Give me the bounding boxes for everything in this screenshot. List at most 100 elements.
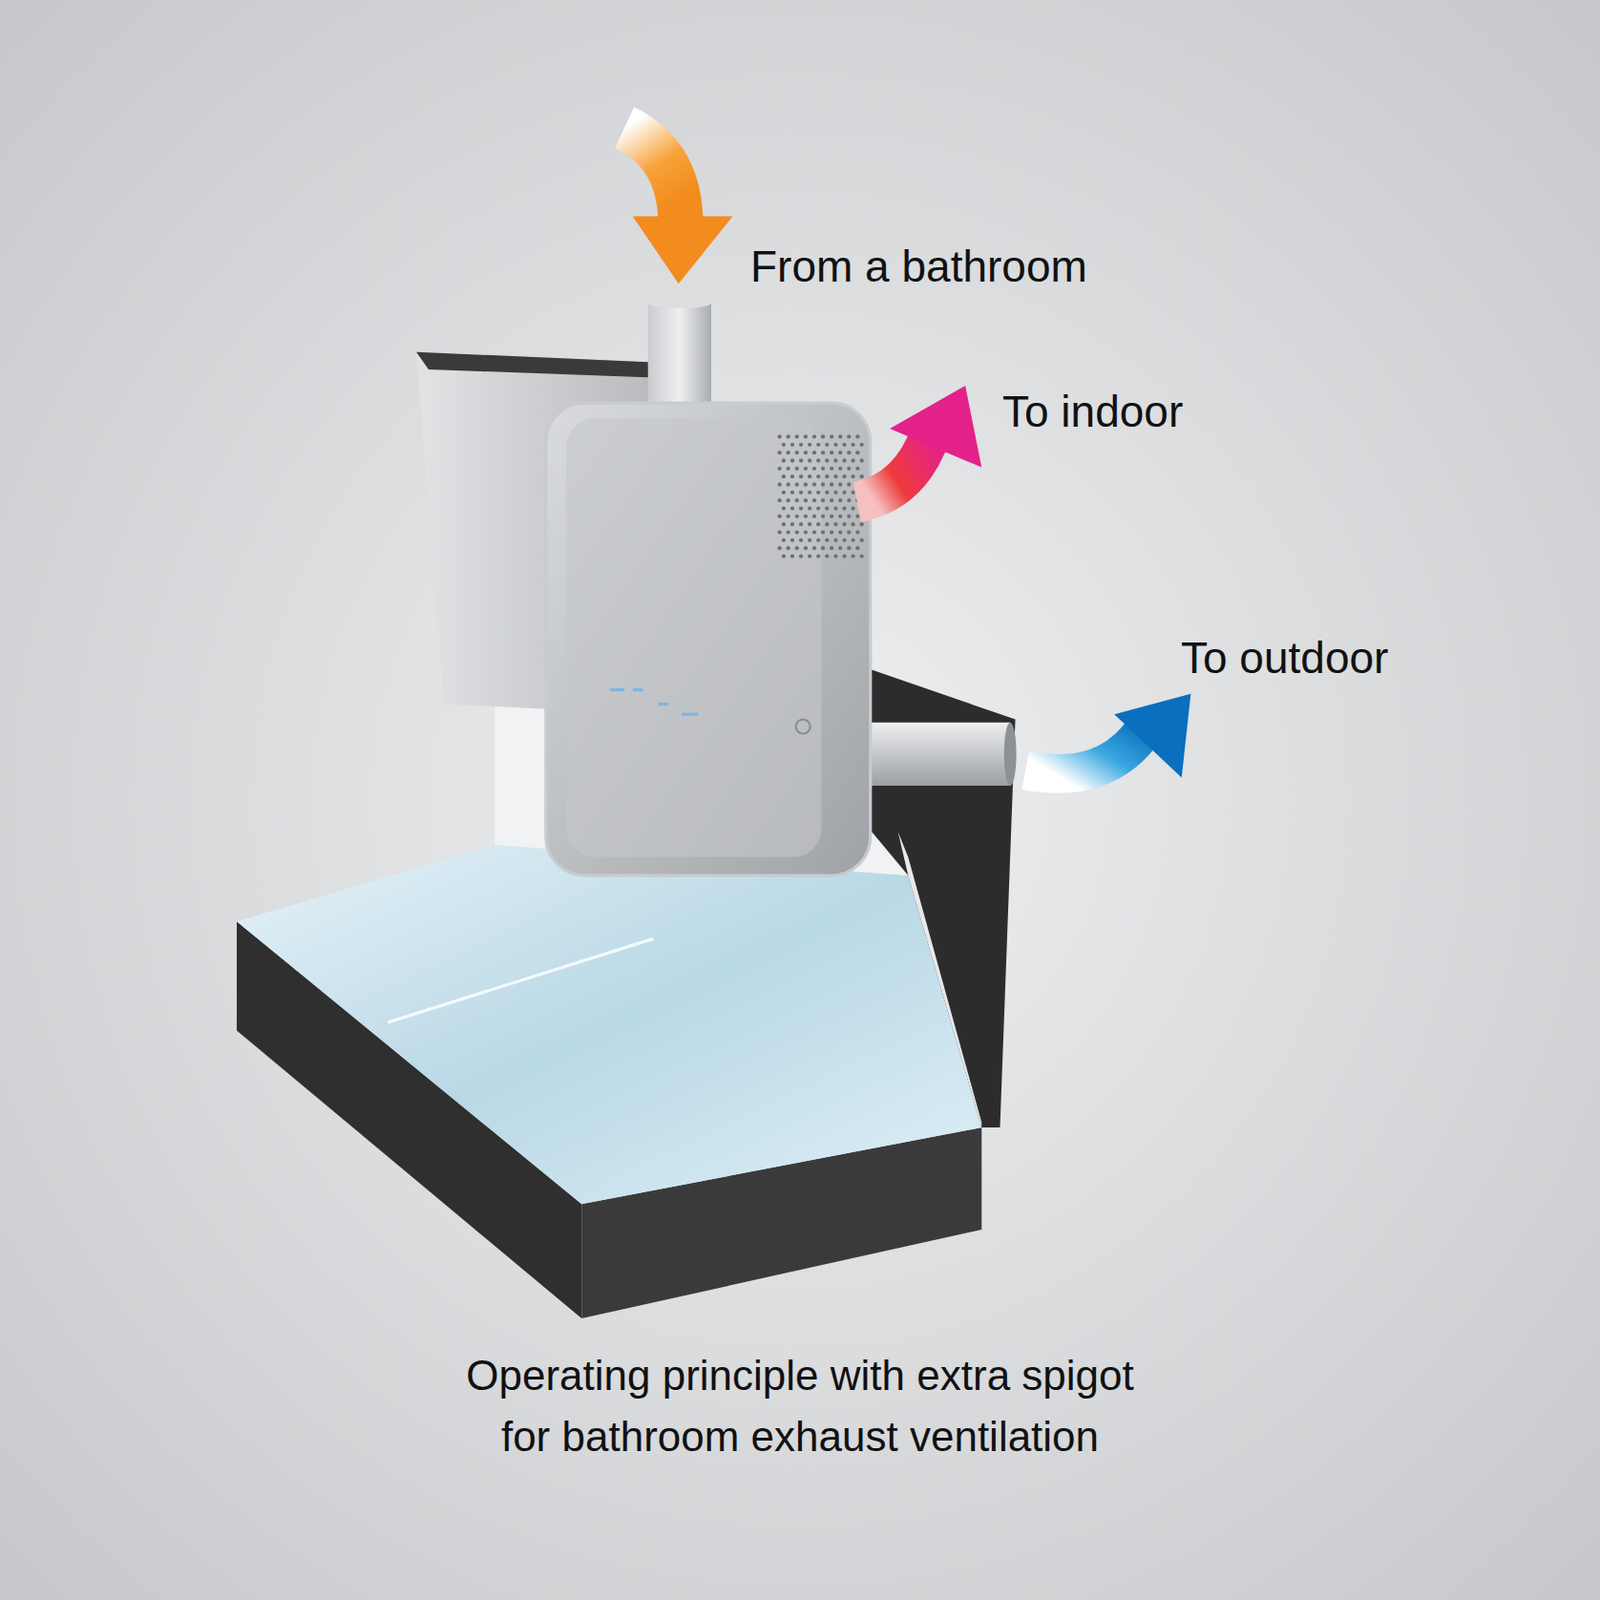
vent-hole <box>795 529 800 534</box>
vent-hole <box>812 466 817 471</box>
vent-hole <box>777 450 781 455</box>
vent-hole <box>829 498 834 503</box>
vent-hole <box>855 450 860 455</box>
vent-hole <box>799 522 803 527</box>
vent-hole <box>786 450 791 455</box>
vent-hole <box>795 466 800 471</box>
vent-hole <box>860 442 864 447</box>
vent-hole <box>838 514 843 519</box>
vent-hole <box>846 514 851 519</box>
vent-hole <box>807 522 812 527</box>
vent-hole <box>850 553 855 558</box>
flow-label: To indoor <box>1002 385 1183 438</box>
vent-hole <box>807 505 812 510</box>
vent-hole <box>821 529 825 534</box>
vent-hole <box>850 538 855 543</box>
vent-hole <box>855 466 860 471</box>
vent-hole <box>850 442 855 447</box>
vent-hole <box>777 514 781 519</box>
vent-hole <box>812 450 817 455</box>
vent-hole <box>838 482 843 486</box>
vent-hole <box>803 482 808 486</box>
vent-hole <box>803 546 808 550</box>
vent-hole <box>777 498 781 503</box>
vent-hole <box>821 482 825 486</box>
vent-hole <box>821 450 825 455</box>
vent-hole <box>821 466 825 471</box>
vent-hole <box>855 546 860 550</box>
vent-hole <box>824 490 829 495</box>
vent-hole <box>821 498 825 503</box>
vent-hole <box>795 546 800 550</box>
vent-hole <box>829 482 834 486</box>
vent-hole <box>812 529 817 534</box>
vent-hole <box>846 498 851 503</box>
vent-hole <box>803 498 808 503</box>
vent-hole <box>829 546 834 550</box>
vent-hole <box>833 538 838 543</box>
vent-hole <box>824 442 829 447</box>
vent-hole <box>786 498 791 503</box>
vent-hole <box>838 466 843 471</box>
vent-hole <box>803 466 808 471</box>
vent-hole <box>833 458 838 463</box>
vent-hole <box>824 505 829 510</box>
vent-hole <box>829 434 834 439</box>
vent-hole <box>803 529 808 534</box>
vent-hole <box>781 442 786 447</box>
vent-hole <box>829 529 834 534</box>
vent-hole <box>807 458 812 463</box>
vent-hole <box>824 553 829 558</box>
vent-hole <box>850 474 855 479</box>
vent-hole <box>816 538 821 543</box>
vent-hole <box>821 546 825 550</box>
vent-hole <box>833 505 838 510</box>
vent-hole <box>855 529 860 534</box>
vent-hole <box>846 450 851 455</box>
vent-hole <box>781 553 786 558</box>
vent-hole <box>846 546 851 550</box>
vent-hole <box>786 482 791 486</box>
vent-hole <box>842 505 846 510</box>
vent-hole <box>821 434 825 439</box>
vent-hole <box>777 466 781 471</box>
vent-hole <box>807 474 812 479</box>
vent-hole <box>850 458 855 463</box>
vent-hole <box>816 458 821 463</box>
vent-hole <box>842 553 846 558</box>
vent-hole <box>790 505 795 510</box>
vent-hole <box>838 450 843 455</box>
vent-hole <box>812 546 817 550</box>
vent-hole <box>842 490 846 495</box>
vent-hole <box>812 514 817 519</box>
vent-hole <box>777 546 781 550</box>
vent-hole <box>799 458 803 463</box>
vent-hole <box>846 434 851 439</box>
vent-hole <box>842 442 846 447</box>
vent-hole <box>850 522 855 527</box>
vent-hole <box>824 538 829 543</box>
vent-hole <box>803 514 808 519</box>
vent-hole <box>781 538 786 543</box>
vent-hole <box>838 529 843 534</box>
vent-hole <box>812 434 817 439</box>
vent-hole <box>838 546 843 550</box>
vent-hole <box>807 553 812 558</box>
vent-hole <box>795 450 800 455</box>
flow-label: From a bathroom <box>750 240 1088 293</box>
vent-hole <box>833 442 838 447</box>
vent-hole <box>838 498 843 503</box>
vent-hole <box>816 505 821 510</box>
vent-hole <box>799 538 803 543</box>
vent-hole <box>812 482 817 486</box>
vent-hole <box>807 442 812 447</box>
vent-hole <box>790 474 795 479</box>
vent-hole <box>799 553 803 558</box>
vent-hole <box>781 490 786 495</box>
vent-hole <box>781 522 786 527</box>
vent-hole <box>824 458 829 463</box>
vent-hole <box>781 458 786 463</box>
vent-hole <box>799 442 803 447</box>
vent-hole <box>829 450 834 455</box>
vent-hole <box>790 490 795 495</box>
